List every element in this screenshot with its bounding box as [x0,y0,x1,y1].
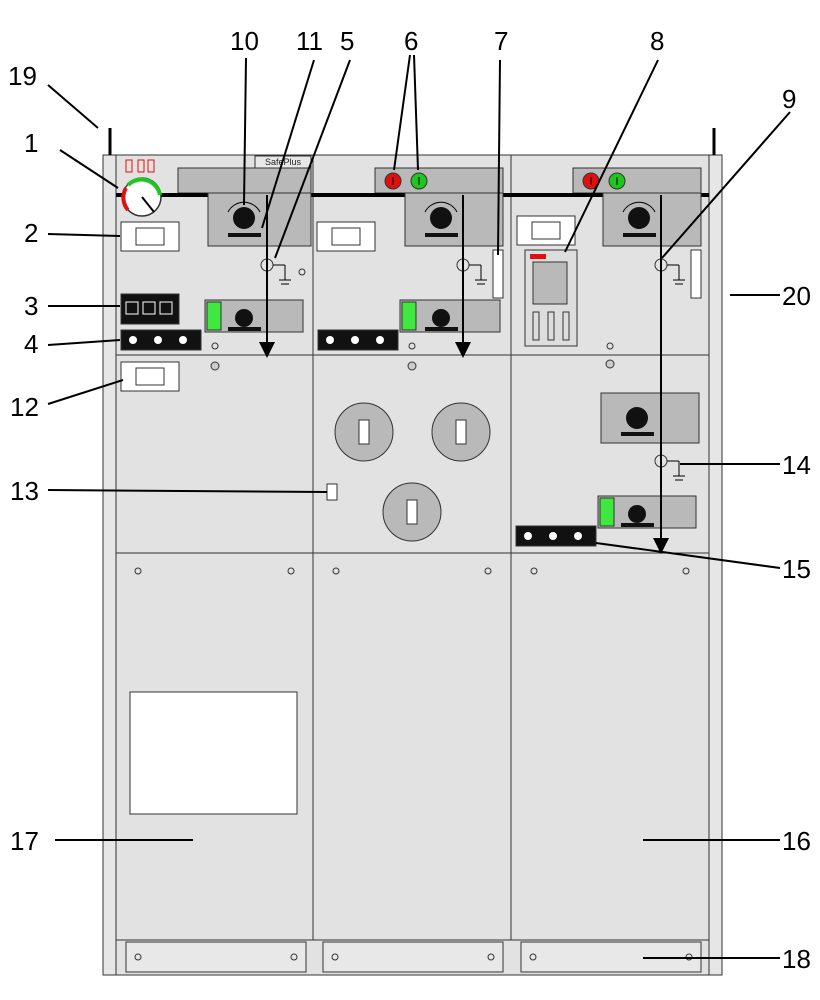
push-buttons [384,172,626,190]
switch-knob-lower[interactable] [626,407,648,429]
inspection-window [129,691,298,815]
callout-6: 6 [404,26,418,56]
left-side-frame [102,154,117,976]
callout-7: 7 [494,26,508,56]
earthing-switch-modules [204,299,700,529]
base-plinth [115,939,710,976]
callout-13: 13 [10,476,39,506]
voltage-indicator-strips [120,329,597,547]
earth-switch-knob-3[interactable] [628,505,646,523]
interlock-indicator-3 [690,249,702,299]
callout-2: 2 [24,218,38,248]
load-break-switch-knob-2[interactable] [430,207,452,229]
callout-20: 20 [782,281,811,311]
callout-9: 9 [782,84,796,114]
mimic-plates [120,215,576,392]
earth-switch-knob[interactable] [235,309,253,327]
callout-17: 17 [10,826,39,856]
pressure-gauge [121,159,162,217]
digital-display [120,293,180,325]
right-side-frame [708,154,723,976]
protection-relay [524,249,578,347]
callout-15: 15 [782,554,811,584]
callout-16: 16 [782,826,811,856]
load-break-switch-knob-3[interactable] [628,207,650,229]
callout-11: 11 [296,26,323,56]
switch-modules [207,192,702,247]
callout-4: 4 [24,329,38,359]
current-flow-arrows [259,195,669,554]
callout-5: 5 [340,26,354,56]
callout-18: 18 [782,944,811,974]
earth-switch-knob-2[interactable] [432,309,450,327]
fuse-covers [334,402,491,542]
earthing-symbols [260,258,685,481]
callout-19: 19 [8,61,37,91]
load-break-switch-knob[interactable] [233,207,255,229]
callout-14: 14 [782,450,811,480]
callout-12: 12 [10,392,39,422]
callout-8: 8 [650,26,664,56]
callout-10: 10 [230,26,259,56]
interlock-indicator [492,249,504,299]
callout-3: 3 [24,291,38,321]
callout-1: 1 [24,128,38,158]
door-lock[interactable] [326,483,338,501]
switchgear-columns [115,154,710,941]
panel-screws [134,268,690,575]
leader-lines [47,54,791,959]
callout-labels: 1 2 3 4 5 6 7 8 9 10 11 12 13 14 15 16 1… [8,26,811,974]
